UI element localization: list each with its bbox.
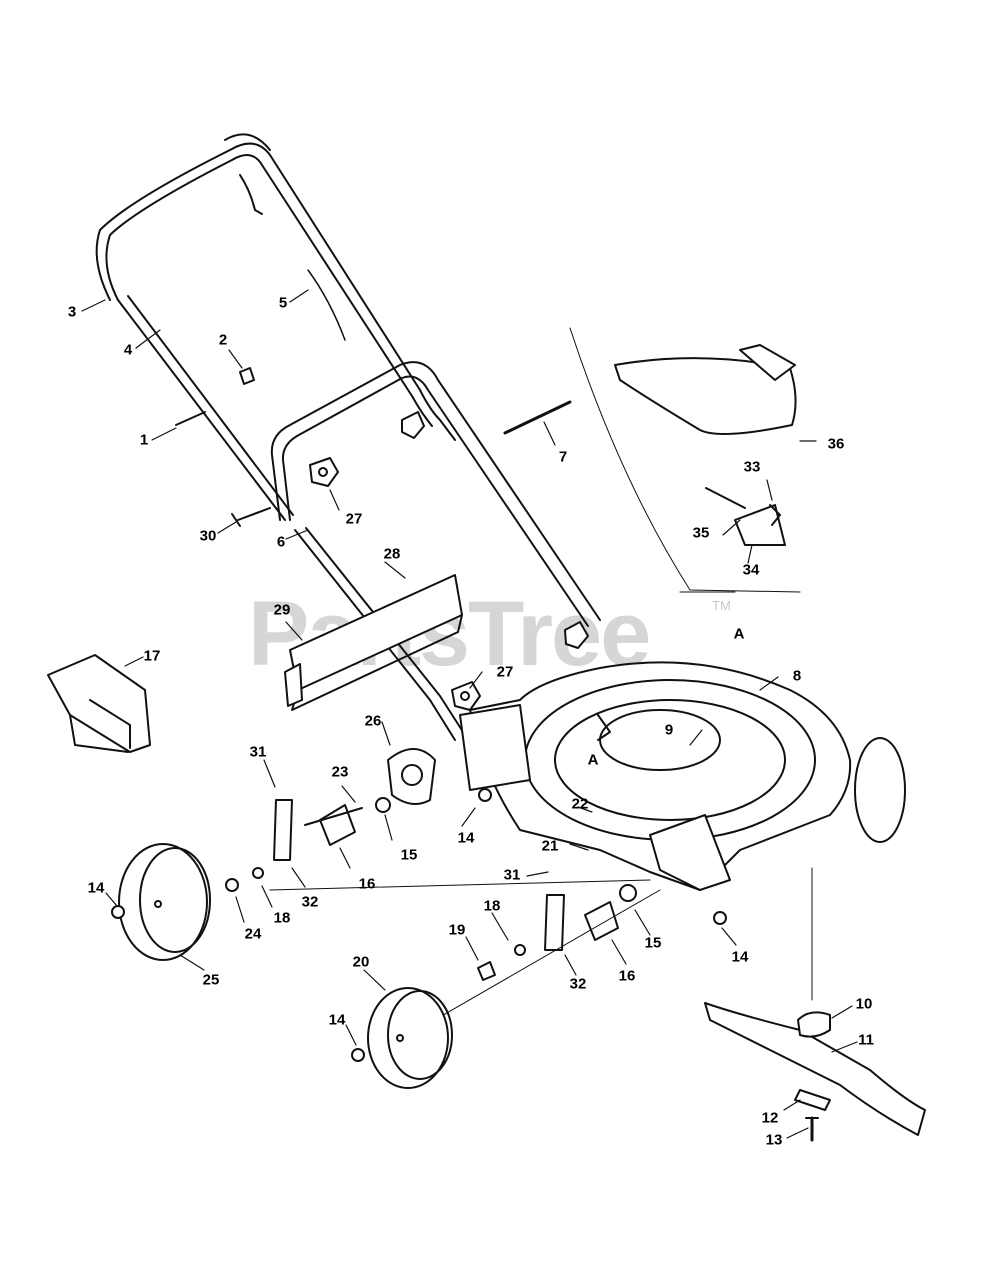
watermark-trademark: TM <box>712 598 731 613</box>
axle-bracket-16-left <box>319 804 356 846</box>
rod-35 <box>705 487 746 509</box>
washer-18-right <box>514 944 526 956</box>
callout-35: 35 <box>692 524 710 542</box>
callout-3: 3 <box>67 303 77 321</box>
axle-bolt-23 <box>304 807 363 826</box>
hub-cap-24 <box>225 878 239 892</box>
blade-adapter-10 <box>797 1011 831 1038</box>
washer-18-left <box>252 867 264 879</box>
callout-23: 23 <box>331 763 349 781</box>
blade-11 <box>704 1002 926 1136</box>
callout-16-right: 16 <box>618 967 636 985</box>
callout-25: 25 <box>202 971 220 989</box>
callout-29: 29 <box>273 601 291 619</box>
mulch-plug-36 <box>614 344 797 435</box>
control-cable <box>307 269 346 341</box>
callout-A-deck: A <box>587 751 599 769</box>
height-lever-32-right <box>544 894 565 951</box>
callout-20: 20 <box>352 953 370 971</box>
callout-21: 21 <box>541 837 559 855</box>
callout-11: 11 <box>858 1031 874 1049</box>
spring-33 <box>769 504 781 526</box>
carriage-bolt-30 <box>237 507 271 521</box>
handle-knob-lower <box>451 681 481 711</box>
callout-28: 28 <box>383 545 401 563</box>
callout-14-right: 14 <box>731 948 749 966</box>
callout-9: 9 <box>664 721 674 739</box>
nut-14-right <box>713 911 727 925</box>
bolt-19 <box>477 961 496 981</box>
washer-12 <box>794 1089 831 1111</box>
callout-15-right: 15 <box>644 934 662 952</box>
handle-knob-top <box>401 411 425 439</box>
discharge-chute-17 <box>47 654 151 753</box>
handle-knob-upper <box>309 457 339 487</box>
callout-18-right: 18 <box>483 897 501 915</box>
bracket-34 <box>734 504 786 546</box>
lower-handle <box>270 361 601 741</box>
callout-6: 6 <box>276 533 286 551</box>
callout-34: 34 <box>742 561 760 579</box>
callout-36: 36 <box>827 435 845 453</box>
callout-13: 13 <box>765 1131 783 1149</box>
callout-18-left: 18 <box>273 909 291 927</box>
callout-17: 17 <box>143 647 161 665</box>
callout-5: 5 <box>278 294 288 312</box>
callout-24: 24 <box>244 925 262 943</box>
handle-knob-right <box>564 621 589 649</box>
height-lever-32-left <box>273 799 293 861</box>
leader-lines <box>81 289 858 1139</box>
callout-8: 8 <box>792 667 802 685</box>
callout-10: 10 <box>855 995 873 1013</box>
wing-nut-2 <box>239 367 255 385</box>
spacer-15-left <box>375 797 391 813</box>
upper-handle <box>95 133 456 521</box>
callout-30: 30 <box>199 527 217 545</box>
callout-16-left: 16 <box>358 875 376 893</box>
callout-7: 7 <box>558 448 568 466</box>
carriage-bolt-1 <box>175 411 206 426</box>
front-wheel-20 <box>367 987 453 1089</box>
callout-32-right: 32 <box>569 975 587 993</box>
callout-19: 19 <box>448 921 466 939</box>
nut-14-deck <box>478 788 492 802</box>
callout-31-right: 31 <box>503 866 521 884</box>
callout-22: 22 <box>571 795 589 813</box>
callout-27-lower: 27 <box>496 663 514 681</box>
mower-deck <box>459 661 852 891</box>
callout-31-left: 31 <box>249 743 267 761</box>
callout-4: 4 <box>123 341 133 359</box>
nut-14-rear-wheel <box>111 905 125 919</box>
axle-bracket-16-right <box>584 901 619 941</box>
callout-14-deck: 14 <box>457 829 475 847</box>
callout-A-detail: A <box>733 625 745 643</box>
callout-14-front: 14 <box>328 1011 346 1029</box>
callout-2: 2 <box>218 331 228 349</box>
detail-boundary-line <box>569 327 801 593</box>
nut-14-front-wheel <box>351 1048 365 1062</box>
callout-14-rear: 14 <box>87 879 105 897</box>
axle-line-rear <box>269 879 651 891</box>
callout-15-left: 15 <box>400 846 418 864</box>
callout-33: 33 <box>743 458 761 476</box>
callout-26: 26 <box>364 712 382 730</box>
deck-wheel-right <box>854 737 906 843</box>
rod-7 <box>503 400 572 435</box>
callout-32-left: 32 <box>301 893 319 911</box>
height-adjuster-plate <box>387 748 436 805</box>
rear-flap <box>284 574 463 711</box>
callout-27-upper: 27 <box>345 510 363 528</box>
rear-wheel-25 <box>118 843 211 961</box>
callout-1: 1 <box>139 431 149 449</box>
spacer-15-right <box>619 884 637 902</box>
callout-12: 12 <box>761 1109 779 1127</box>
